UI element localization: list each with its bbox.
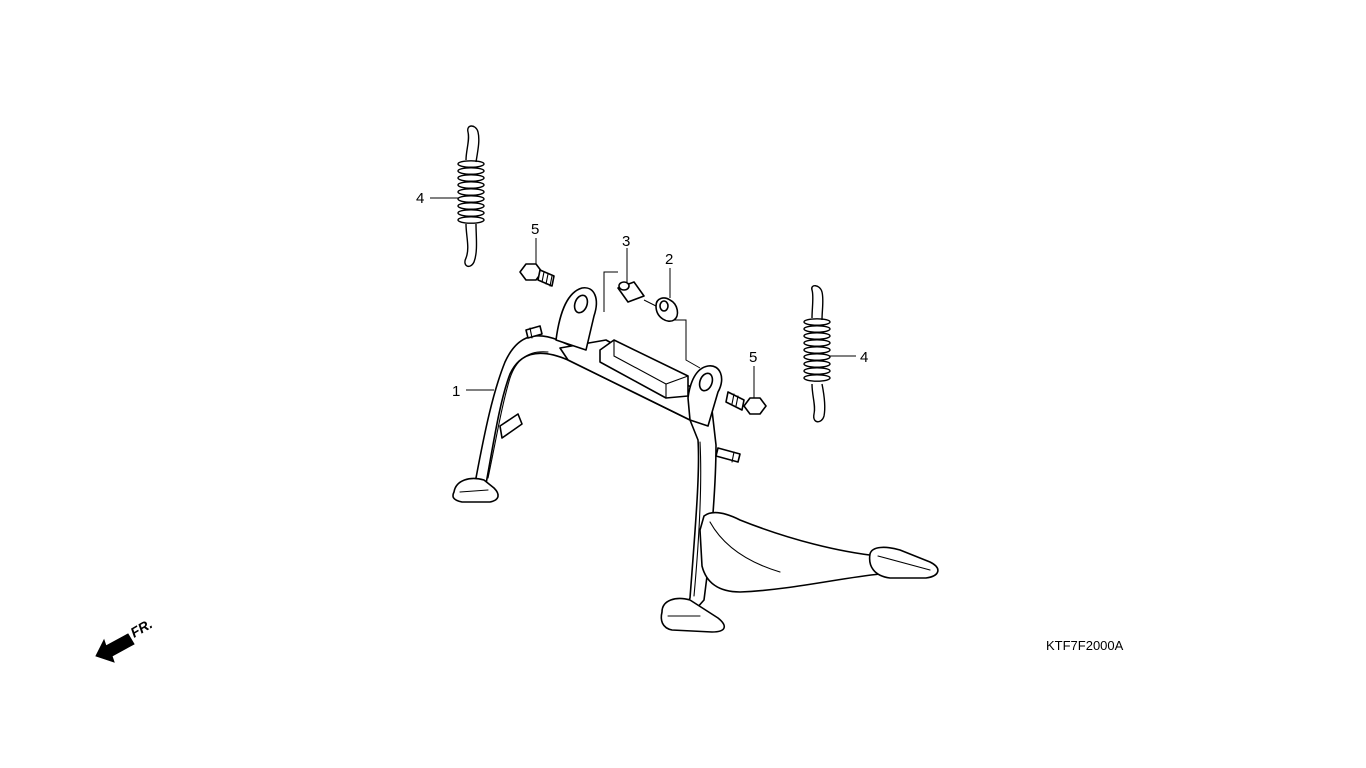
callout-5a: 5 — [531, 221, 539, 238]
callout-4a: 4 — [416, 190, 424, 207]
leader-lines — [430, 197, 856, 398]
bolt-right[interactable] — [725, 391, 767, 415]
callout-1: 1 — [452, 383, 460, 400]
spring-right[interactable] — [803, 285, 831, 423]
bushing[interactable] — [617, 281, 645, 303]
front-direction-arrow: FR. — [95, 615, 156, 663]
callout-3: 3 — [622, 233, 630, 250]
spring-left[interactable] — [457, 125, 485, 268]
callout-4b: 4 — [860, 349, 868, 366]
diagram-code: KTF7F2000A — [1046, 638, 1124, 653]
callout-5b: 5 — [749, 349, 757, 366]
front-marker-label: FR. — [128, 615, 156, 640]
assembly-lines — [603, 271, 701, 369]
bolt-left[interactable] — [519, 263, 555, 287]
callout-2: 2 — [665, 251, 673, 268]
main-stand[interactable] — [452, 287, 939, 633]
collar[interactable] — [655, 297, 679, 322]
